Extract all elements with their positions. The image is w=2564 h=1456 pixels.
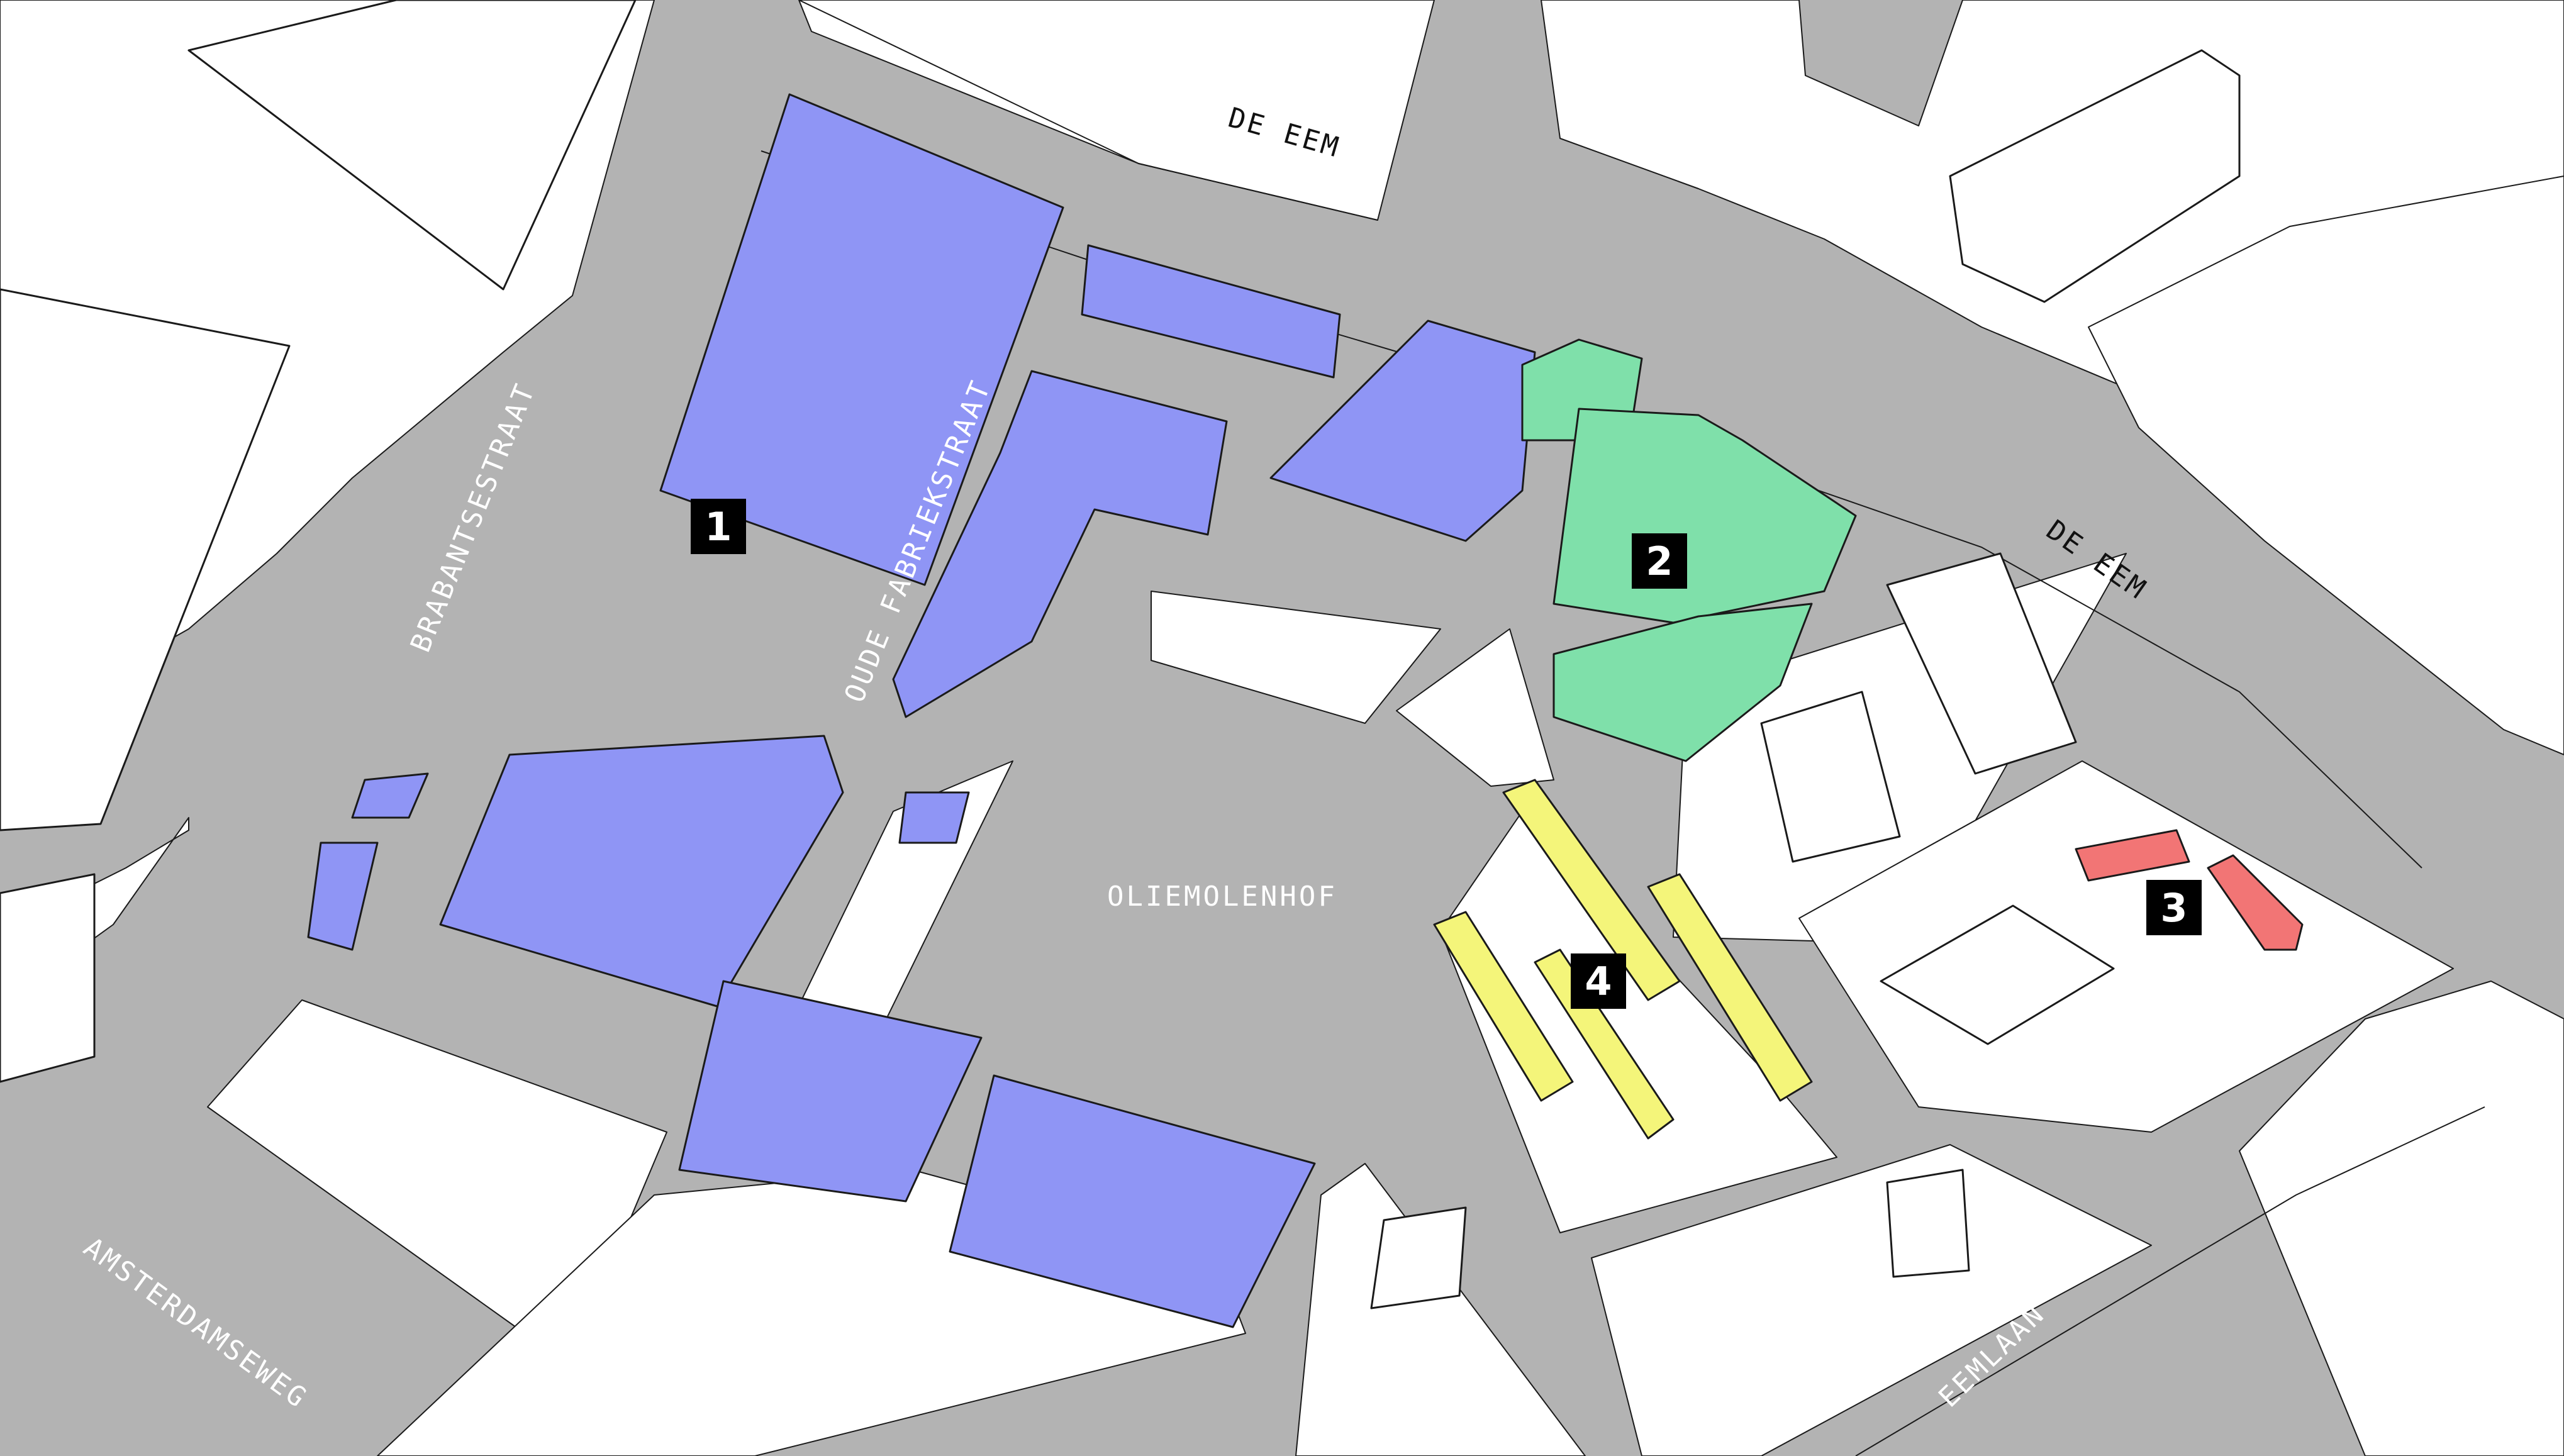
block-central-1 bbox=[1151, 591, 1441, 724]
de-eem-kerb-north bbox=[798, 0, 1378, 221]
building-1-north-block bbox=[1081, 244, 1341, 379]
building-2-c bbox=[1552, 603, 1813, 762]
block-east bbox=[2088, 175, 2564, 755]
block-south-middle bbox=[1295, 1163, 1586, 1456]
building-pod-a bbox=[1760, 691, 1901, 863]
marker-3-label: 3 bbox=[2160, 885, 2187, 931]
building-1-hall-b bbox=[949, 1074, 1316, 1328]
building-3-a bbox=[2075, 829, 2190, 882]
building-1-wide bbox=[892, 370, 1228, 718]
marker-1-label: 1 bbox=[705, 504, 732, 550]
marker-3-box bbox=[2146, 880, 2202, 935]
building-3-b bbox=[2207, 854, 2304, 951]
zone-1-buildings bbox=[307, 93, 1536, 1328]
building-west-large bbox=[0, 288, 291, 831]
marker-1[interactable]: 1 bbox=[691, 499, 746, 554]
eemlaan-kerb bbox=[1855, 1106, 2485, 1456]
building-1-hall-a bbox=[678, 980, 983, 1203]
other-buildings bbox=[0, 0, 2241, 1309]
building-2-b bbox=[1552, 408, 1857, 624]
marker-4-box bbox=[1571, 953, 1626, 1009]
building-4-d bbox=[1433, 911, 1574, 1102]
block-east-lower bbox=[2239, 981, 2564, 1456]
building-1-small bbox=[898, 791, 970, 844]
marker-3[interactable]: 3 bbox=[2146, 880, 2202, 935]
building-1-main bbox=[659, 93, 1064, 586]
building-4-b bbox=[1647, 873, 1813, 1102]
zone-3-buildings bbox=[2075, 829, 2304, 951]
zone-4-buildings bbox=[1433, 779, 1813, 1140]
building-1-west-b bbox=[307, 842, 379, 951]
block-south-east bbox=[1591, 1144, 2152, 1456]
building-hangar bbox=[1880, 904, 2115, 1045]
street-oliemolenhof: OLIEMOLENHOF bbox=[1107, 881, 1337, 913]
building-pod-b bbox=[1886, 552, 2077, 775]
building-north-east bbox=[1949, 49, 2241, 303]
marker-2-box bbox=[1632, 533, 1687, 589]
block-central-2 bbox=[1396, 628, 1554, 787]
building-1-south bbox=[439, 735, 844, 1008]
marker-2[interactable]: 2 bbox=[1632, 533, 1687, 589]
block-parking-west bbox=[207, 999, 667, 1328]
building-south-tower bbox=[1886, 1169, 1970, 1278]
block-yellow-plot bbox=[1440, 811, 1837, 1233]
building-4-a bbox=[1502, 779, 1681, 1001]
building-4-c bbox=[1534, 948, 1675, 1140]
zone-2-buildings bbox=[1521, 338, 1857, 762]
marker-4[interactable]: 4 bbox=[1571, 953, 1626, 1009]
block-east-2 bbox=[1798, 760, 2454, 1133]
marker-1-box bbox=[691, 499, 746, 554]
building-west-tower bbox=[0, 873, 96, 1083]
marker-4-label: 4 bbox=[1585, 959, 1612, 1004]
building-1-west-a bbox=[351, 772, 429, 819]
marker-2-label: 2 bbox=[1646, 538, 1673, 584]
building-office-north bbox=[187, 0, 637, 291]
building-south-small bbox=[1370, 1206, 1467, 1309]
